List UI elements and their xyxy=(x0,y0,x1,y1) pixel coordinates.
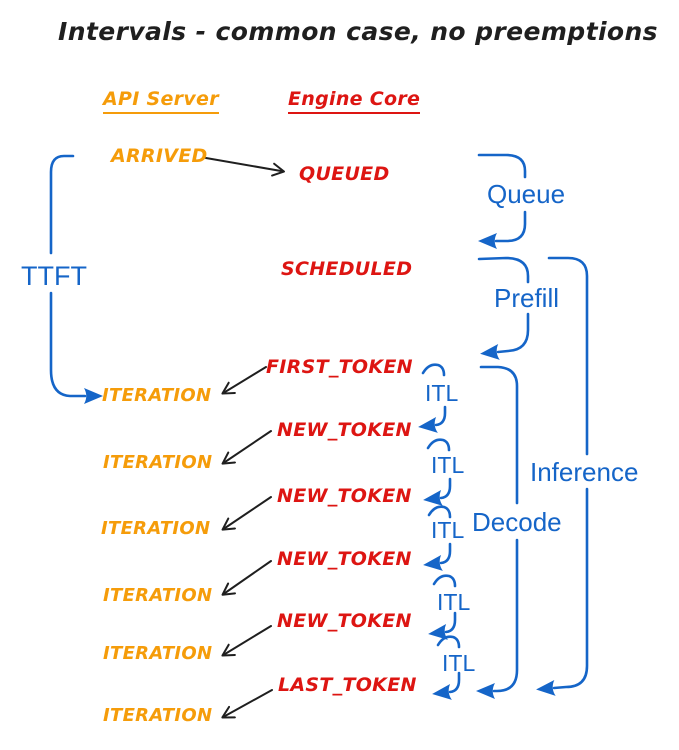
event-iteration-2: ITERATION xyxy=(103,452,213,473)
event-new-token-3: NEW_TOKEN xyxy=(277,548,412,570)
interval-label-itl-1: ITL xyxy=(425,380,459,406)
prefill-bracket xyxy=(477,256,530,360)
interval-label-decode: Decode xyxy=(472,507,562,537)
interval-label-queue: Queue xyxy=(487,179,566,209)
event-iteration-5: ITERATION xyxy=(103,643,213,664)
interval-label-itl-2: ITL xyxy=(431,452,465,478)
queue-bracket xyxy=(477,153,527,249)
itl-bracket-1 xyxy=(418,363,447,433)
event-new-token-2: NEW_TOKEN xyxy=(277,485,412,507)
diagram-title: Intervals - common case, no preemptions xyxy=(58,17,658,46)
interval-label-itl-5: ITL xyxy=(442,650,476,676)
event-new-token-4: NEW_TOKEN xyxy=(277,610,412,632)
event-iteration-1: ITERATION xyxy=(102,385,212,406)
arrow-arrived-to-queued xyxy=(205,157,285,177)
arrow-first-token-to-iteration xyxy=(221,366,267,395)
itl-bracket-3 xyxy=(423,505,452,571)
inference-bracket xyxy=(536,256,589,696)
arrow-new-token3-to-iteration xyxy=(221,560,272,596)
interval-label-itl-4: ITL xyxy=(437,589,471,615)
event-iteration-6: ITERATION xyxy=(103,705,213,726)
event-last-token: LAST_TOKEN xyxy=(278,674,417,696)
arrow-new-token1-to-iteration xyxy=(221,430,272,465)
itl-bracket-2 xyxy=(423,438,452,506)
arrow-last-token-to-iteration xyxy=(221,689,273,719)
arrow-new-token2-to-iteration xyxy=(221,496,272,531)
event-iteration-3: ITERATION xyxy=(101,518,211,539)
decode-bracket xyxy=(476,365,519,699)
itl-bracket-5 xyxy=(432,635,461,700)
ttft-bracket xyxy=(49,154,103,404)
event-queued: QUEUED xyxy=(299,163,390,185)
column-header-engine-core: Engine Core xyxy=(288,88,421,114)
event-iteration-4: ITERATION xyxy=(103,585,213,606)
interval-label-prefill: Prefill xyxy=(494,283,560,313)
interval-label-ttft: TTFT xyxy=(21,261,87,291)
interval-label-itl-3: ITL xyxy=(431,517,465,543)
event-first-token: FIRST_TOKEN xyxy=(266,356,413,378)
itl-bracket-4 xyxy=(428,574,457,640)
column-header-api-server: API Server xyxy=(103,88,219,114)
event-scheduled: SCHEDULED xyxy=(281,258,413,280)
interval-label-inference: Inference xyxy=(530,457,639,487)
event-new-token-1: NEW_TOKEN xyxy=(277,419,412,441)
event-arrived: ARRIVED xyxy=(111,145,208,167)
arrow-new-token4-to-iteration xyxy=(221,625,272,657)
